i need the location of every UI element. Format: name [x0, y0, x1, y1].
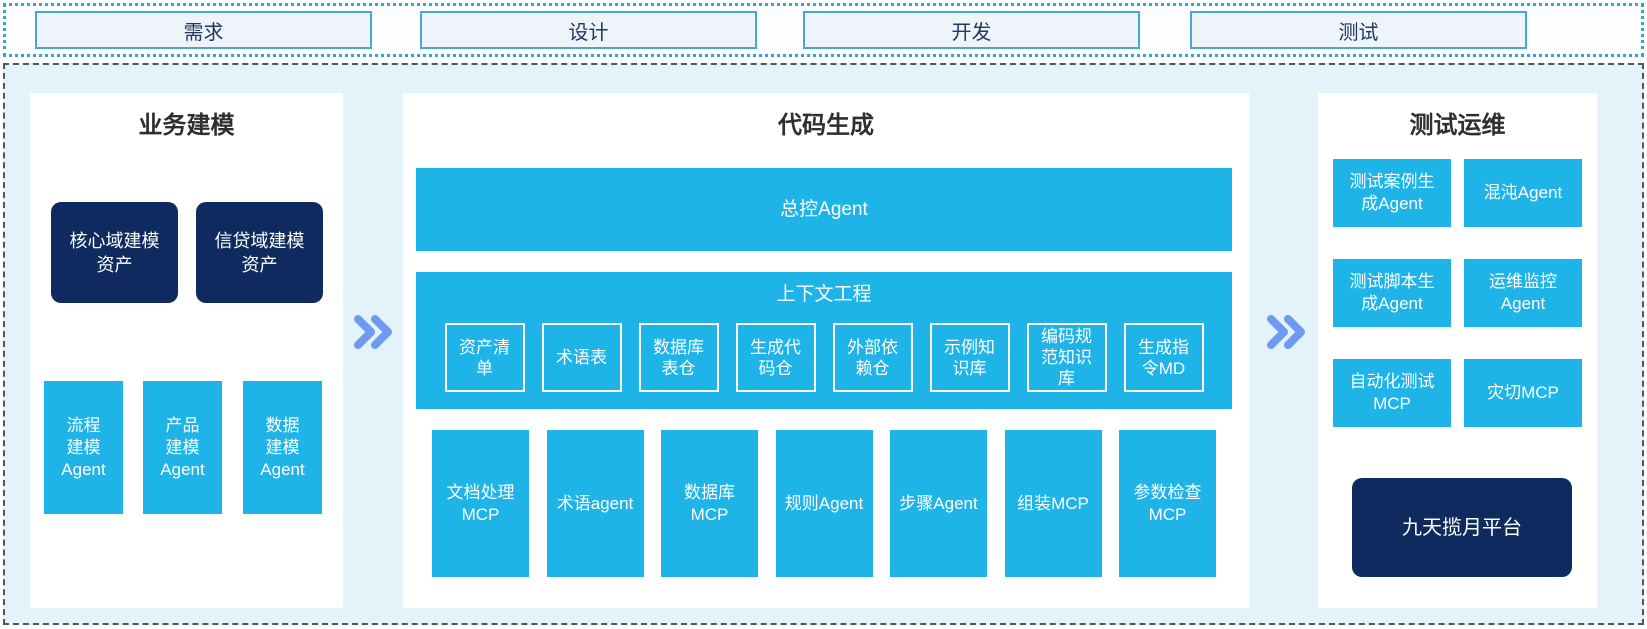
tool-label: 参数检查MCP	[1133, 482, 1202, 524]
context-item-label: 生成指令MD	[1138, 337, 1189, 378]
tool-label: 组装MCP	[1017, 493, 1089, 513]
asset-box: 信贷域建模资产	[196, 202, 323, 303]
agent-box: 流程建模Agent	[44, 381, 123, 514]
phase-box-design: 设计	[420, 11, 757, 49]
panel-business-modeling: 业务建模 核心域建模资产 信贷域建模资产 流程建模Agent 产品建模Agent…	[30, 93, 343, 608]
testops-label: 测试案例生成Agent	[1349, 172, 1435, 213]
phase-label: 需求	[183, 21, 224, 44]
context-item-label: 数据库表仓	[653, 337, 704, 378]
context-item: 数据库表仓	[638, 323, 719, 392]
testops-box: 运维监控Agent	[1464, 259, 1582, 327]
context-item: 生成指令MD	[1123, 323, 1204, 392]
context-engineering-container: 上下文工程 资产清单 术语表 数据库表仓 生成代码仓 外部依赖仓 示例知识库 编…	[416, 272, 1232, 409]
agent-label: 产品建模Agent	[160, 415, 205, 479]
context-item-label: 示例知识库	[944, 337, 995, 378]
tool-label: 数据库MCP	[684, 482, 735, 524]
tool-box: 组装MCP	[1004, 430, 1102, 577]
tool-box: 数据库MCP	[661, 430, 758, 577]
testops-box: 混沌Agent	[1464, 159, 1582, 227]
context-item-label: 编码规范知识库	[1041, 327, 1092, 388]
asset-label: 信贷域建模资产	[214, 230, 305, 275]
tool-label: 规则Agent	[784, 493, 864, 513]
tool-box: 文档处理MCP	[432, 430, 529, 577]
testops-grid: 测试案例生成Agent 混沌Agent 测试脚本生成Agent 运维监控Agen…	[1333, 159, 1582, 427]
flow-arrow-icon	[354, 315, 392, 349]
testops-box: 测试案例生成Agent	[1333, 159, 1451, 227]
main-canvas: 业务建模 核心域建模资产 信贷域建模资产 流程建模Agent 产品建模Agent…	[3, 63, 1644, 625]
tool-box: 步骤Agent	[890, 430, 987, 577]
tool-label: 步骤Agent	[899, 493, 978, 513]
context-item: 生成代码仓	[735, 323, 816, 392]
panel-title: 测试运维	[1409, 112, 1506, 139]
tool-label: 文档处理MCP	[446, 482, 515, 524]
agent-box: 产品建模Agent	[143, 381, 222, 514]
tool-label: 术语agent	[556, 493, 634, 513]
context-item-label: 外部依赖仓	[847, 337, 898, 378]
context-item: 示例知识库	[929, 323, 1010, 392]
phase-box-development: 开发	[803, 11, 1140, 49]
agent-label: 流程建模Agent	[61, 415, 106, 479]
testops-label: 灾切MCP	[1487, 383, 1559, 402]
context-item-label: 术语表	[556, 348, 607, 367]
phase-label: 设计	[568, 21, 609, 44]
context-engineering-title: 上下文工程	[776, 284, 872, 305]
phase-label: 测试	[1338, 21, 1379, 44]
context-item: 外部依赖仓	[832, 323, 913, 392]
asset-label: 核心域建模资产	[69, 230, 160, 275]
phase-box-requirements: 需求	[35, 11, 372, 49]
tool-box: 规则Agent	[775, 430, 873, 577]
testops-label: 混沌Agent	[1483, 183, 1563, 202]
testops-label: 运维监控Agent	[1489, 272, 1557, 313]
asset-box: 核心域建模资产	[51, 202, 178, 303]
tool-box: 术语agent	[546, 430, 644, 577]
testops-label: 自动化测试MCP	[1349, 372, 1435, 413]
tools-row: 文档处理MCP 术语agent 数据库MCP 规则Agent 步骤Agent 组…	[416, 430, 1232, 577]
context-items-row: 资产清单 术语表 数据库表仓 生成代码仓 外部依赖仓 示例知识库 编码规范知识库…	[416, 323, 1232, 392]
platform-box: 九天揽月平台	[1352, 478, 1572, 577]
phase-box-testing: 测试	[1190, 11, 1527, 49]
platform-label: 九天揽月平台	[1402, 516, 1522, 539]
testops-label: 测试脚本生成Agent	[1349, 272, 1435, 313]
phase-label: 开发	[951, 21, 992, 44]
testops-box: 灾切MCP	[1464, 359, 1582, 427]
panel-code-generation: 代码生成 总控Agent 上下文工程 资产清单 术语表 数据库表仓 生成代码仓 …	[403, 93, 1249, 608]
panel-title: 业务建模	[138, 112, 235, 139]
context-item: 编码规范知识库	[1026, 323, 1107, 392]
master-agent-bar: 总控Agent	[416, 168, 1232, 251]
panel-test-ops: 测试运维 测试案例生成Agent 混沌Agent 测试脚本生成Agent 运维监…	[1318, 93, 1597, 608]
master-agent-label: 总控Agent	[780, 198, 868, 220]
context-item-label: 生成代码仓	[750, 337, 801, 378]
context-item: 术语表	[541, 323, 622, 392]
panel-title: 代码生成	[778, 112, 874, 139]
testops-box: 测试脚本生成Agent	[1333, 259, 1451, 327]
context-item: 资产清单	[444, 323, 525, 392]
agent-box: 数据建模Agent	[243, 381, 322, 514]
testops-box: 自动化测试MCP	[1333, 359, 1451, 427]
agent-label: 数据建模Agent	[260, 415, 305, 479]
flow-arrow-icon	[1267, 315, 1305, 349]
phase-strip: 需求 设计 开发 测试	[3, 3, 1644, 57]
context-item-label: 资产清单	[459, 337, 510, 378]
tool-box: 参数检查MCP	[1119, 430, 1216, 577]
